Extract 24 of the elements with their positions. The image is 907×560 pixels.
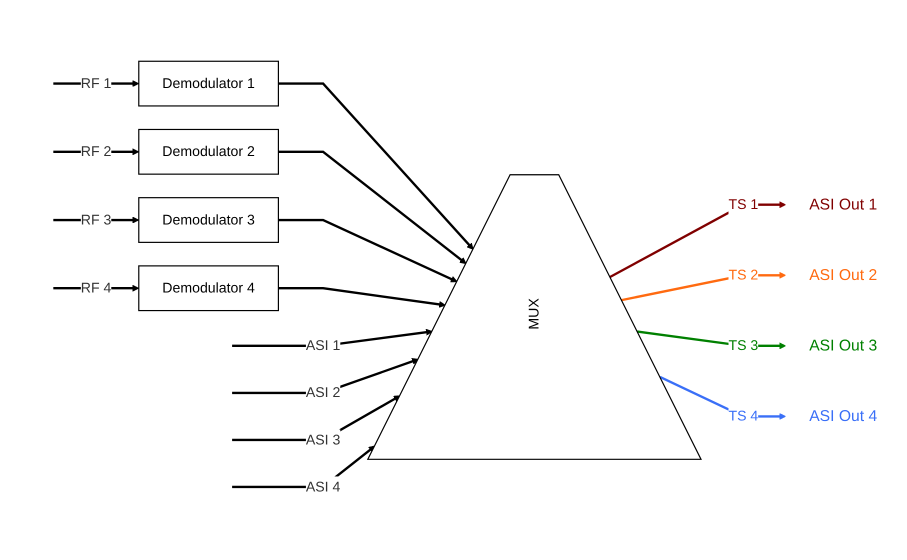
edge-label: TS 3	[728, 338, 758, 354]
edge-label: RF 1	[80, 75, 112, 92]
edge-label: RF 4	[80, 280, 112, 296]
node-text: ASI Out 1	[809, 196, 878, 214]
node-box: Demodulator 3	[138, 197, 279, 243]
node-box: Demodulator 2	[138, 128, 279, 175]
arrow	[278, 150, 466, 264]
node-text: ASI Out 2	[809, 266, 878, 284]
edge-label: RF 3	[80, 212, 112, 228]
arrow	[278, 287, 446, 308]
edge-label: TS 4	[728, 408, 758, 424]
node-box: Demodulator 4	[138, 265, 279, 312]
node-text: ASI Out 3	[809, 337, 878, 354]
arrow	[278, 218, 458, 282]
arrow	[278, 82, 474, 250]
edge-label: ASI 4	[306, 478, 340, 494]
edge-label: TS 1	[728, 196, 758, 212]
edge-label: ASI 3	[306, 432, 340, 448]
node-text: ASI Out 4	[809, 408, 878, 426]
edge-label: ASI 2	[306, 384, 340, 400]
edge-label: TS 2	[728, 267, 758, 283]
edge-label: RF 2	[80, 144, 112, 160]
edge-label: ASI 1	[306, 338, 340, 354]
node-box: Demodulator 1	[138, 60, 279, 107]
